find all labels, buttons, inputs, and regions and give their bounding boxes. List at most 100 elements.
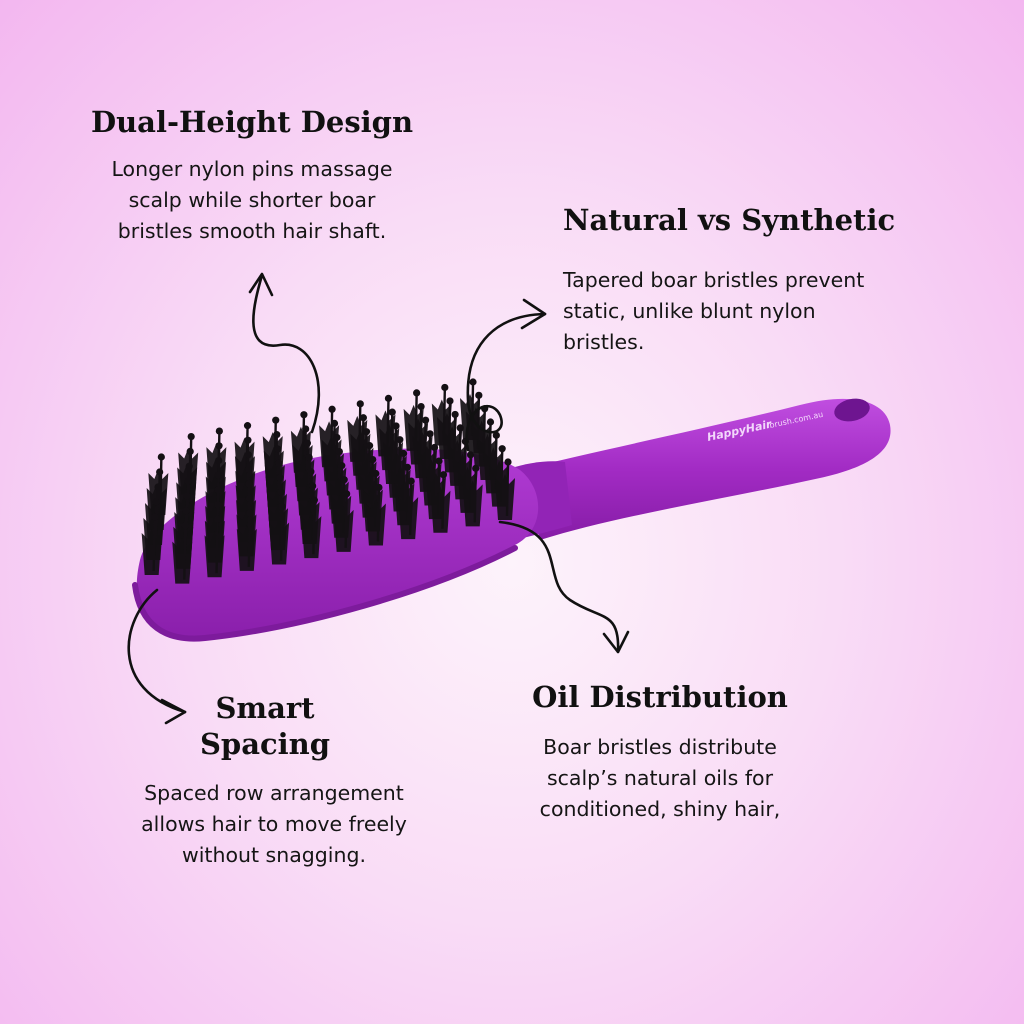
nylon-pin-ball-tip — [214, 500, 222, 509]
feature-title-natural-vs-synthetic: Natural vs Synthetic — [563, 203, 896, 237]
boar-bristle-tuft — [398, 493, 419, 540]
nylon-pin-ball-tip — [310, 496, 318, 504]
nylon-pin-ball-tip — [375, 483, 383, 492]
nylon-pin-ball-tip — [407, 477, 415, 485]
nylon-pin-ball-tip — [343, 490, 351, 498]
nylon-pin-ball-tip — [469, 378, 477, 386]
boar-bristle-tuft — [236, 524, 257, 571]
nylon-pin-ball-tip — [335, 447, 343, 456]
nylon-pin-ball-tip — [151, 513, 159, 521]
nylon-pin-ball-tip — [430, 443, 439, 452]
nylon-pin-ball-tip — [246, 509, 254, 517]
arrow-oil-distribution — [498, 520, 630, 654]
nylon-pin-ball-tip — [272, 416, 280, 424]
nylon-pin-ball-tip — [302, 425, 310, 433]
nylon-pin-ball-tip — [243, 422, 252, 430]
nylon-pin-ball-tip — [181, 522, 189, 530]
nylon-pin-ball-tip — [184, 477, 192, 485]
hairbrush — [132, 378, 891, 642]
arrow-natural-vs-synthetic — [465, 298, 547, 452]
nylon-pin-ball-tip — [413, 389, 421, 397]
nylon-pin-ball-tip — [504, 458, 512, 466]
nylon-pin-ball-tip — [273, 430, 281, 439]
nylon-pin-ball-tip — [187, 432, 195, 441]
feature-title-dual-height: Dual-Height Design — [90, 105, 414, 139]
nylon-pin-ball-tip — [214, 471, 223, 479]
nylon-pin — [344, 495, 348, 548]
nylon-pin — [279, 508, 284, 561]
nylon-pin-ball-tip — [305, 453, 313, 462]
nylon-pin — [152, 518, 156, 572]
boar-bristle-tuft — [495, 474, 515, 520]
nylon-pin — [408, 483, 413, 536]
nylon-pin-ball-tip — [372, 469, 380, 478]
boar-bristle-tuft — [430, 486, 451, 533]
nylon-pin-ball-tip — [277, 488, 285, 496]
nylon-pin-ball-tip — [417, 402, 425, 411]
nylon-pin-ball-tip — [278, 502, 286, 511]
feature-body-dual-height: Longer nylon pins massage scalp while sh… — [111, 157, 393, 243]
nylon-pin-ball-tip — [157, 453, 165, 461]
feature-title-smart-spacing: Smart Spacing — [199, 691, 331, 761]
nylon-pin — [312, 502, 316, 555]
brush-handle — [520, 398, 891, 540]
nylon-pin-ball-tip — [275, 459, 283, 467]
nylon-pin-ball-tip — [365, 442, 374, 450]
nylon-pin-ball-tip — [307, 468, 315, 476]
nylon-pin-ball-tip — [328, 405, 336, 413]
nylon-pin-ball-tip — [309, 482, 317, 490]
bristle-field — [141, 378, 515, 584]
nylon-pin-ball-tip — [435, 457, 443, 465]
nylon-pin-ball-tip — [340, 476, 348, 484]
nylon-pin-ball-tip — [475, 391, 483, 399]
nylon-pin-ball-tip — [486, 418, 495, 426]
nylon-pin-ball-tip — [183, 492, 191, 500]
nylon-pin — [215, 521, 219, 574]
feature-body-oil-distribution: Boar bristles distribute scalp’s natural… — [539, 735, 781, 821]
nylon-pin-ball-tip — [451, 410, 459, 419]
boar-bristle-tuft — [365, 499, 386, 546]
nylon-pin-ball-tip — [439, 471, 448, 479]
nylon-pin-ball-tip — [403, 463, 411, 471]
nylon-pin-ball-tip — [156, 468, 164, 476]
brush-head-rim — [132, 545, 518, 642]
nylon-pin-ball-tip — [498, 445, 506, 453]
nylon-pin-ball-tip — [215, 427, 223, 435]
nylon-pin-ball-tip — [446, 397, 454, 405]
nylon-pin-ball-tip — [300, 411, 308, 419]
nylon-pin-ball-tip — [396, 436, 404, 444]
nylon-pin-ball-tip — [472, 464, 480, 472]
nylon-pin-ball-tip — [245, 494, 254, 502]
boar-bristle-tuft — [204, 531, 225, 578]
nylon-pin — [441, 476, 445, 529]
nylon-pin-ball-tip — [359, 414, 367, 422]
nylon-pin-ball-tip — [369, 455, 377, 464]
nylon-pin-ball-tip — [400, 449, 408, 458]
handle-hang-hole — [834, 398, 870, 422]
nylon-pin-ball-tip — [384, 394, 393, 402]
nylon-pin-ball-tip — [338, 462, 346, 470]
nylon-pin-ball-tip — [421, 416, 430, 424]
feature-title-oil-distribution: Oil Distribution — [532, 680, 788, 714]
boar-bristle-tuft — [333, 505, 354, 552]
nylon-pin-ball-tip — [244, 436, 252, 444]
nylon-pin-ball-tip — [245, 480, 253, 488]
nylon-pin — [183, 527, 187, 580]
nylon-pin-ball-tip — [333, 433, 341, 442]
nylon-pin-ball-tip — [152, 498, 160, 506]
nylon-pin-ball-tip — [303, 439, 311, 447]
nylon-pin-ball-tip — [456, 424, 464, 432]
nylon-pin-ball-tip — [214, 486, 222, 494]
boar-bristle-tuft — [141, 529, 162, 575]
arrow-dual-height — [248, 272, 321, 434]
boar-bristle-tuft — [301, 512, 322, 559]
nylon-pin-ball-tip — [356, 400, 364, 408]
nylon-pin-ball-tip — [245, 465, 253, 473]
nylon-pin-ball-tip — [154, 483, 162, 491]
nylon-pin — [505, 463, 510, 517]
boar-bristle-tuft — [172, 537, 193, 584]
nylon-pin-ball-tip — [276, 474, 284, 482]
nylon-pin-ball-tip — [244, 451, 252, 459]
boar-bristle-tuft — [269, 518, 290, 565]
nylon-pin-ball-tip — [274, 445, 282, 453]
